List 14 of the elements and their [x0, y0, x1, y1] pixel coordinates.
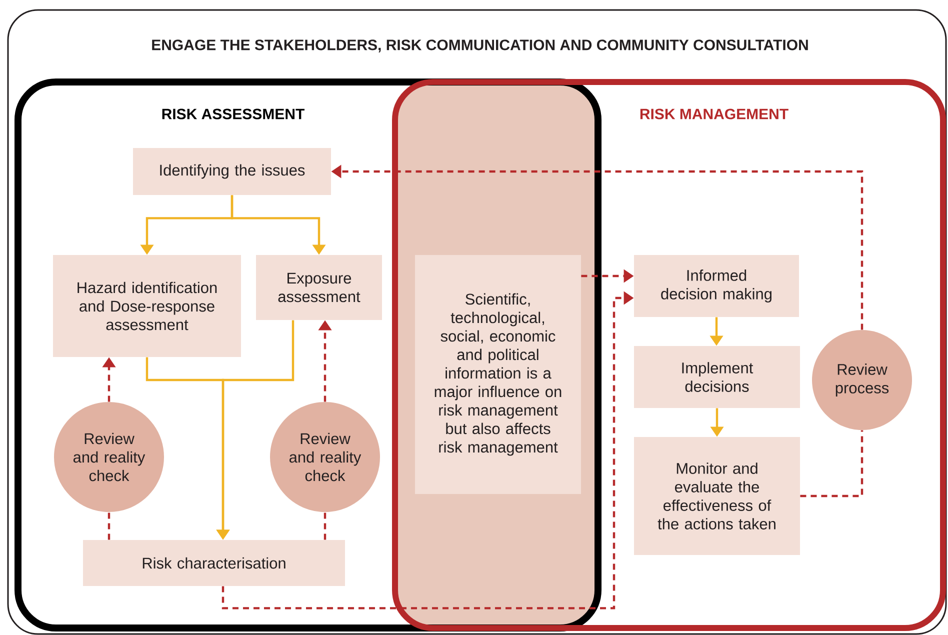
section-title: ENGAGE THE STAKEHOLDERS, RISK COMMUNICATION AND COMMUNITY CONSULTATION — [152, 40, 808, 52]
section-title: RISK MANAGEMENT — [640, 108, 788, 120]
process-box: Implement decisions — [634, 346, 800, 408]
connector-line — [108, 512, 110, 540]
process-box: Exposure assessment — [256, 255, 382, 320]
process-box: Risk characterisation — [83, 540, 345, 586]
process-box: Informed decision making — [634, 255, 799, 317]
connector-line — [800, 430, 864, 498]
section-title: RISK ASSESSMENT — [162, 108, 304, 120]
process-box: Scientific, technological, social, economic and political information is a major influence on risk management but also affects risk management — [415, 255, 581, 494]
connector-line — [324, 512, 326, 540]
process-box: Hazard identification and Dose-response assessment — [53, 255, 241, 357]
process-box: Monitor and evaluate the effectiveness of the actions taken — [634, 437, 800, 555]
process-box: Identifying the issues — [133, 148, 331, 195]
